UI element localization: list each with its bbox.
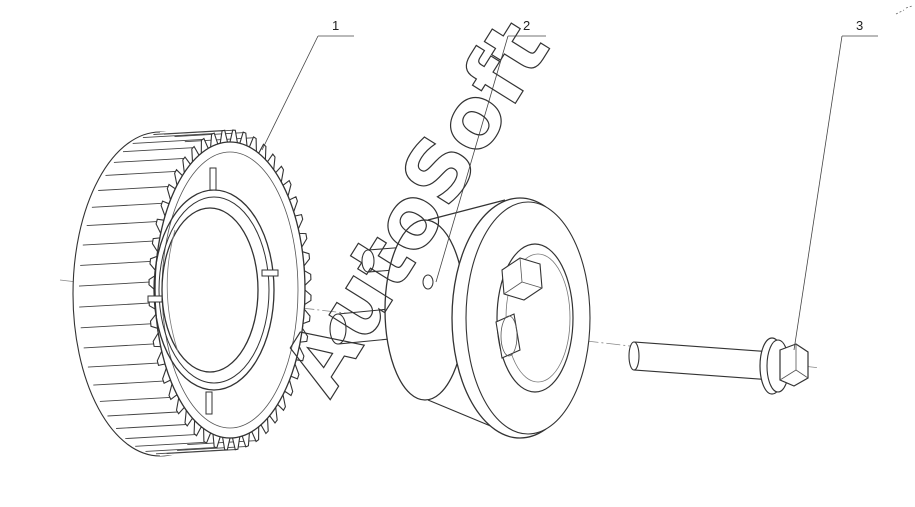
gear-keyway-left [147, 295, 163, 303]
bolt-part [628, 337, 809, 395]
gear-bore-depth [166, 229, 179, 353]
gear-tooth-streak [155, 449, 227, 455]
gear-bore [161, 207, 259, 373]
gear-tooth-streak [86, 221, 157, 227]
corner-mark [895, 5, 913, 15]
gear-tooth-streak [87, 362, 158, 368]
bolt-tip [628, 341, 640, 371]
callout-1: 1 [261, 18, 354, 151]
gear-tooth-streak [83, 343, 154, 349]
gear-keyway-top [209, 167, 217, 191]
callout-3: 3 [793, 18, 878, 351]
bolt-hex-head [779, 343, 809, 387]
gear-tooth-streak [99, 396, 170, 402]
gear-keyway-right [261, 269, 279, 277]
gear-tooth-streak [116, 424, 187, 429]
gear-tooth-streak [135, 441, 206, 447]
callout-label-1: 1 [332, 18, 339, 33]
gear-tooth-streak [91, 202, 162, 208]
bolt-shank [633, 341, 773, 381]
gear-tooth-streak [105, 170, 176, 176]
hub-edge-top [427, 199, 506, 221]
callout-label-2: 2 [523, 18, 530, 33]
callout-2: 2 [435, 18, 546, 283]
gear-tooth-streak [80, 323, 151, 329]
gear-tooth-streak [98, 186, 169, 191]
gear-tooth-streak [79, 302, 150, 308]
callout-label-3: 3 [856, 18, 863, 33]
gear-tooth-streak [80, 260, 151, 266]
gear-tooth-streak [142, 133, 213, 139]
gear-tooth-streak [107, 411, 178, 417]
gear-tooth-streak [122, 147, 194, 153]
hub-part [329, 197, 591, 439]
gear-tooth-streak [145, 446, 216, 452]
gear-tooth-streak [78, 281, 150, 287]
gear-keyway-bottom [205, 391, 213, 415]
gear-tooth-streak [93, 380, 164, 386]
gear-part [72, 129, 312, 457]
gear-tooth-streak [113, 157, 184, 163]
gear-tooth-streak [132, 138, 203, 144]
gear-tooth-streak [125, 434, 196, 440]
gear-tooth-streak [82, 240, 153, 246]
hub-oil-hole [422, 274, 434, 290]
gear-hub-ring-inner [158, 196, 270, 384]
